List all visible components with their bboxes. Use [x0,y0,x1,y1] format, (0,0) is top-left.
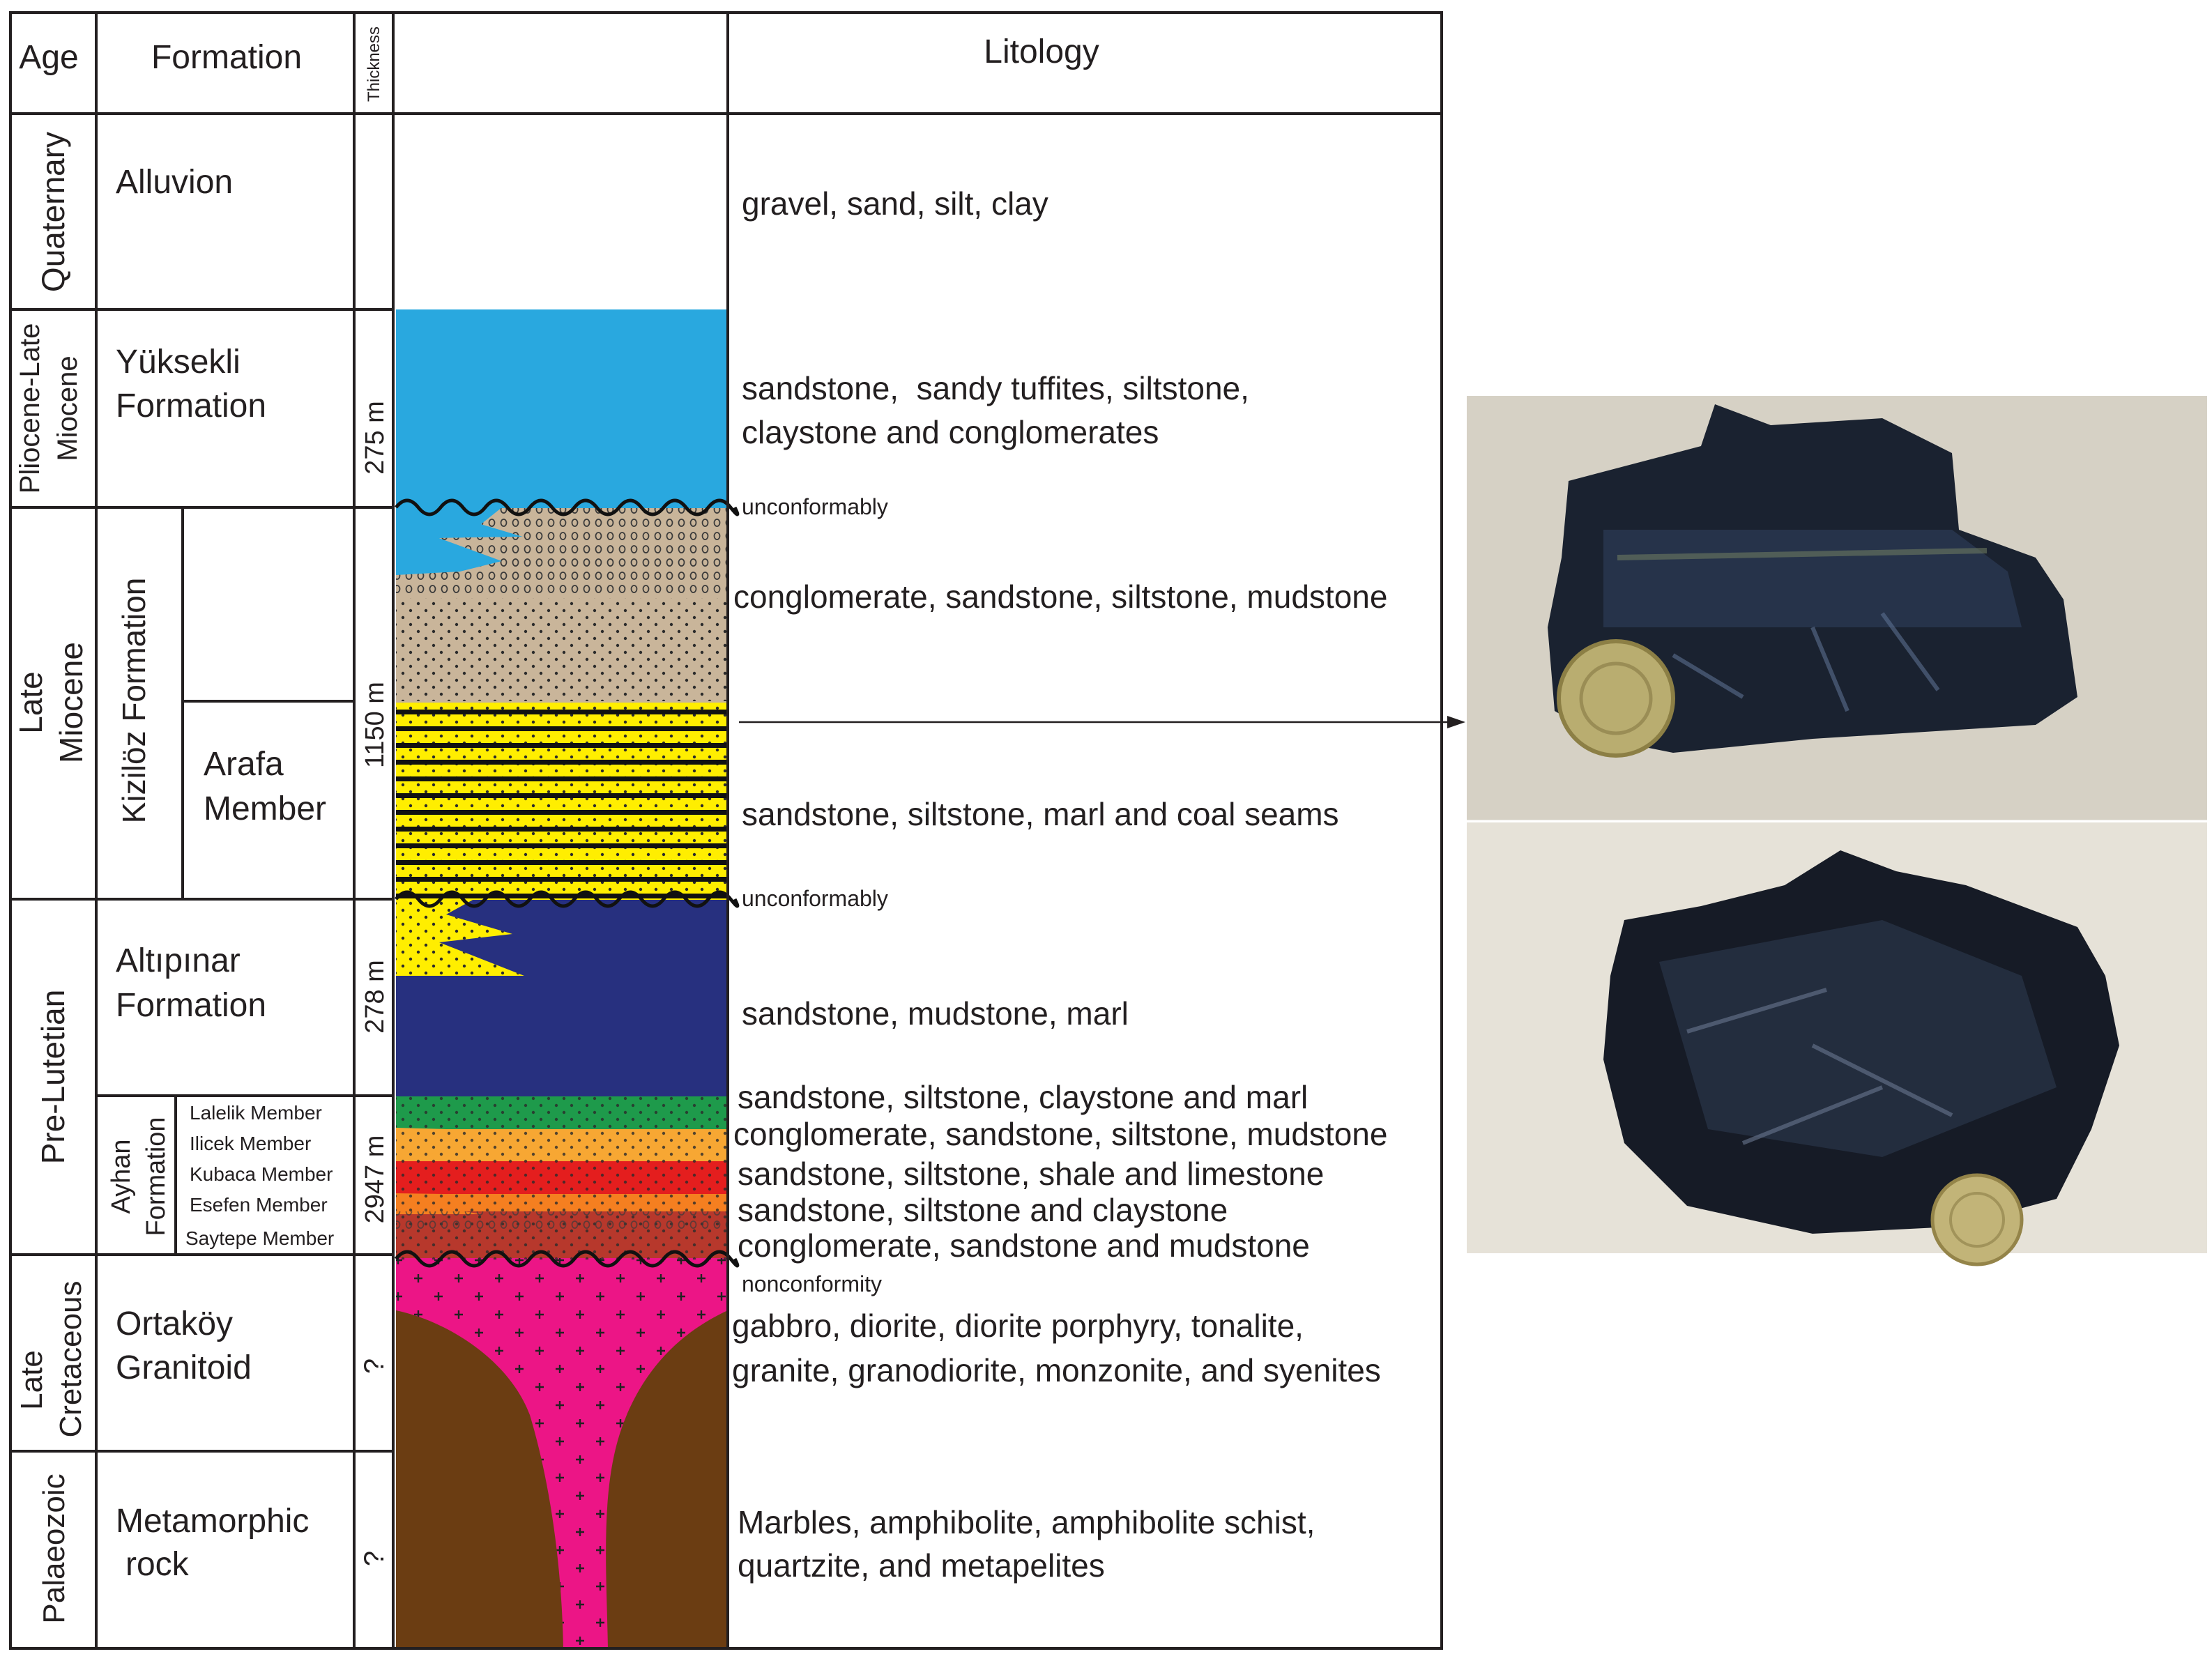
formation-metamorphic-2: rock [125,1546,190,1583]
lithology-alluvion: gravel, sand, silt, clay [742,185,1048,222]
contact-unconformably-middle: unconformably [742,886,888,911]
age-quaternary: Quaternary [35,132,71,292]
coal-seams [396,710,728,898]
coal-seam [396,894,728,898]
formation-ortakoy-1: Ortaköy [116,1305,233,1342]
lithology-esefen: sandstone, siltstone and claystone [738,1192,1228,1228]
lithology-arafa: sandstone, siltstone, marl and coal seam… [742,796,1339,832]
lithology-metamorphic-2: quartzite, and metapelites [738,1547,1105,1584]
lithology-metamorphic-1: Marbles, amphibolite, amphibolite schist… [738,1504,1315,1540]
formation-altipinar-2: Formation [116,987,266,1024]
coal-seam [396,793,728,798]
formation-ayhan-1: Ayhan [107,1139,136,1213]
header-lithology: Litology [984,33,1099,70]
lithology-kubaca: sandstone, siltstone, shale and limeston… [738,1156,1324,1192]
age-pliocene-late: Pliocene-Late [15,323,45,494]
age-miocene-1: Miocene [52,355,83,461]
lithology-altipinar: sandstone, mudstone, marl [742,995,1129,1032]
thickness-ayhan: 2947 m [360,1135,390,1224]
coal-seam [396,726,728,731]
member-saytepe: Saytepe Member [185,1227,334,1249]
formation-altipinar-1: Altıpınar [116,942,241,979]
age-cretaceous: Cretaceous [54,1280,88,1437]
nonconformity-line [395,1250,740,1268]
formation-yuksekli-1: Yüksekli [116,344,241,381]
table-grid [9,11,1443,1650]
formation-ayhan-2: Formation [142,1117,171,1236]
pointer-arrow [739,716,1465,728]
lithology-yuksekli-2: claystone and conglomerates [742,414,1159,450]
lithology-ortakoy-2: granite, granodiorite, monzonite, and sy… [732,1352,1381,1388]
thickness-metamorphic: ? [359,1551,390,1566]
yuksekli-formation-fill [396,309,728,508]
age-miocene-2: Miocene [53,642,89,763]
photo-coal-specimen-bottom [1467,822,2207,1266]
lithology-ortakoy-1: gabbro, diorite, diorite porphyry, tonal… [732,1308,1304,1344]
coal-seam [396,810,728,815]
member-ilicek: Ilicek Member [190,1133,311,1154]
coal-seam [396,776,728,781]
lithology-kiziloz: conglomerate, sandstone, siltstone, muds… [733,579,1387,615]
thickness-kiziloz: 1150 m [360,682,390,768]
coin-icon [1930,1173,2024,1266]
formation-alluvion: Alluvion [116,164,233,201]
age-late-1: Late [13,671,49,734]
member-lalelik: Lalelik Member [190,1102,322,1124]
member-kubaca: Kubaca Member [190,1163,333,1185]
coal-sample-photos [1467,396,2207,1266]
member-esefen: Esefen Member [190,1194,328,1216]
unconformity-line-top [395,498,740,516]
age-pre-lutetian: Pre-Lutetian [35,990,71,1165]
formation-arafa-1: Arafa [204,746,284,783]
unconformity-line-middle [395,890,740,908]
lithology-graphic-column [396,309,728,1648]
formation-metamorphic-1: Metamorphic [116,1503,309,1540]
coal-seam [396,877,728,882]
photo-coal-specimen-top [1467,396,2207,821]
lithology-lalelik: sandstone, siltstone, claystone and marl [738,1079,1308,1115]
formation-yuksekli-2: Formation [116,388,266,424]
header-thickness: Thickness [365,26,383,102]
coin-icon [1557,639,1675,758]
formation-ortakoy-2: Granitoid [116,1349,252,1386]
thickness-altipinar: 278 m [360,960,390,1034]
contact-nonconformity: nonconformity [742,1271,882,1296]
contact-unconformably-top: unconformably [742,494,888,519]
coal-seam [396,827,728,832]
thickness-yuksekli: 275 m [360,401,390,475]
coal-seam [396,860,728,865]
header-age: Age [19,39,78,76]
lithology-saytepe: conglomerate, sandstone and mudstone [738,1227,1310,1264]
header-formation: Formation [151,39,302,76]
lithology-ilicek: conglomerate, sandstone, siltstone, muds… [733,1116,1387,1152]
age-palaeozoic: Palaeozoic [37,1473,71,1623]
coal-seam [396,710,728,714]
thickness-ortakoy: ? [359,1358,390,1374]
coal-seam [396,843,728,848]
age-late-2: Late [15,1350,49,1410]
formation-kiziloz-label: Kizilöz Formation [116,578,152,824]
lithology-yuksekli-1: sandstone, sandy tuffites, siltstone, [742,370,1249,406]
coal-seam [396,743,728,748]
formation-arafa-2: Member [204,790,326,827]
coal-seam [396,760,728,765]
